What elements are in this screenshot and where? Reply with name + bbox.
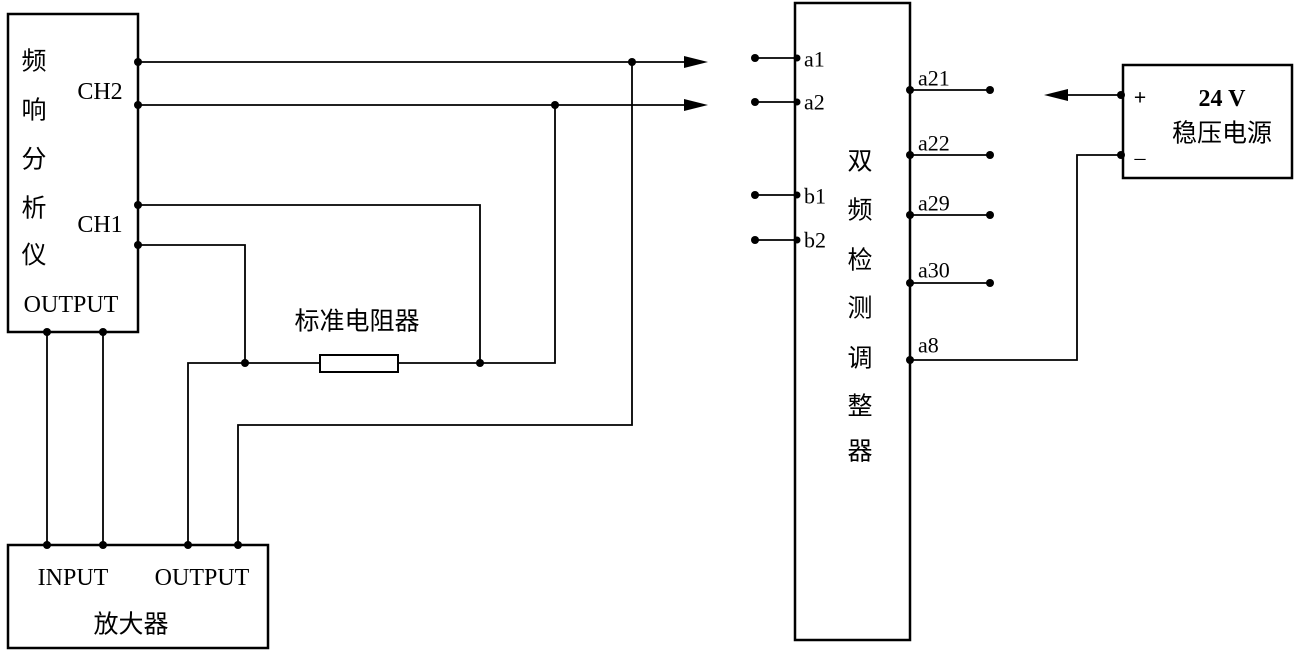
dual-frequency-adjuster: 双 频 检 测 调 整 器 a1 a2 b1 b2: [751, 1, 1123, 642]
wire-amp-output-2-to-ch2-top: [237, 62, 633, 545]
junction-dot: [628, 58, 636, 66]
terminal-dot: [986, 279, 994, 287]
adjuster-title-char: 整: [847, 393, 872, 421]
analyzer-ch2-label: CH2: [77, 79, 122, 105]
analyzer-title-char: 分: [21, 146, 46, 174]
wire-ch1-top: [138, 204, 481, 363]
adjuster-terminal-a22: a22: [906, 131, 994, 159]
analyzer-title-char: 响: [21, 97, 46, 125]
terminal-dot: [751, 54, 759, 62]
power-supply-box: [1121, 63, 1294, 180]
terminal-label: a2: [804, 90, 825, 115]
power-supply-title: 稳压电源: [1172, 120, 1272, 148]
amplifier: INPUT OUTPUT 放大器: [6, 541, 270, 650]
adjuster-box: [793, 1, 912, 642]
adjuster-terminal-a30: a30: [906, 258, 994, 287]
analyzer-title-char: 频: [21, 48, 46, 76]
analyzer-title-char: 析: [21, 195, 46, 223]
power-supply-voltage: 24 V: [1199, 86, 1247, 112]
adjuster-title-char: 频: [847, 197, 872, 225]
amplifier-input-label: INPUT: [38, 565, 109, 591]
power-supply-minus-label: –: [1134, 145, 1147, 170]
terminal-dot: [906, 279, 914, 287]
terminal-dot: [906, 151, 914, 159]
arrow-right-icon: [684, 56, 708, 68]
terminal-dot: [793, 191, 801, 199]
wire-resistor-to-ch2-bottom: [398, 105, 556, 364]
adjuster-terminal-a21: a21: [906, 66, 994, 94]
adjuster-terminal-b2: b2: [751, 228, 826, 253]
terminal-label: a8: [918, 333, 939, 358]
terminal-dot: [986, 86, 994, 94]
adjuster-terminal-b1: b1: [751, 184, 826, 209]
terminal-dot: [751, 98, 759, 106]
arrow-right-icon: [684, 99, 708, 111]
junction-dot: [551, 101, 559, 109]
adjuster-terminal-a1: a1: [751, 47, 825, 72]
analyzer-box: [6, 12, 140, 334]
arrow-left-icon: [1044, 89, 1068, 101]
amplifier-output-label: OUTPUT: [155, 565, 250, 591]
terminal-label: a30: [918, 258, 950, 283]
terminal-dot: [751, 236, 759, 244]
terminal-label: b2: [804, 228, 826, 253]
frequency-response-analyzer: 频 响 分 析 仪 CH2 CH1 OUTPUT: [6, 12, 142, 336]
adjuster-terminal-a29: a29: [906, 191, 994, 219]
wire-a8-to-power-minus: [910, 154, 1123, 361]
terminal-dot: [751, 191, 759, 199]
wire-ch1-bottom: [138, 244, 246, 363]
terminal-dot: [906, 356, 914, 364]
junction-dot: [241, 359, 249, 367]
adjuster-terminal-a2: a2: [751, 90, 825, 115]
junction-dot: [476, 359, 484, 367]
analyzer-title-char: 仪: [21, 243, 46, 270]
terminal-dot: [793, 54, 801, 62]
adjuster-title-char: 器: [847, 439, 872, 466]
adjuster-title-char: 测: [847, 295, 872, 323]
terminal-dot: [1117, 91, 1125, 99]
amplifier-box: [6, 543, 270, 650]
amplifier-title: 放大器: [93, 611, 168, 639]
adjuster-terminal-a8: a8: [906, 154, 1123, 364]
terminal-dot: [1117, 151, 1125, 159]
analyzer-output-label: OUTPUT: [24, 292, 119, 318]
resistor-symbol: [319, 354, 399, 373]
terminal-dot: [906, 86, 914, 94]
terminal-label: a22: [918, 131, 950, 156]
terminal-label: a29: [918, 191, 950, 216]
adjuster-title-char: 检: [847, 247, 872, 275]
terminal-label: a21: [918, 66, 950, 91]
adjuster-title-char: 调: [847, 346, 872, 373]
wire-amp-output-1-to-resistor: [187, 362, 320, 545]
resistor-label: 标准电阻器: [294, 308, 419, 336]
terminal-label: a1: [804, 47, 825, 72]
terminal-dot: [986, 151, 994, 159]
adjuster-title-char: 双: [847, 149, 872, 176]
wires: [46, 56, 708, 545]
power-supply-plus-label: +: [1134, 85, 1147, 110]
terminal-dot: [793, 236, 801, 244]
terminal-dot: [906, 211, 914, 219]
power-supply: 24 V 稳压电源 + –: [1044, 63, 1294, 180]
analyzer-ch1-label: CH1: [77, 212, 122, 238]
terminal-dot: [793, 98, 801, 106]
terminal-label: b1: [804, 184, 826, 209]
terminal-dot: [986, 211, 994, 219]
